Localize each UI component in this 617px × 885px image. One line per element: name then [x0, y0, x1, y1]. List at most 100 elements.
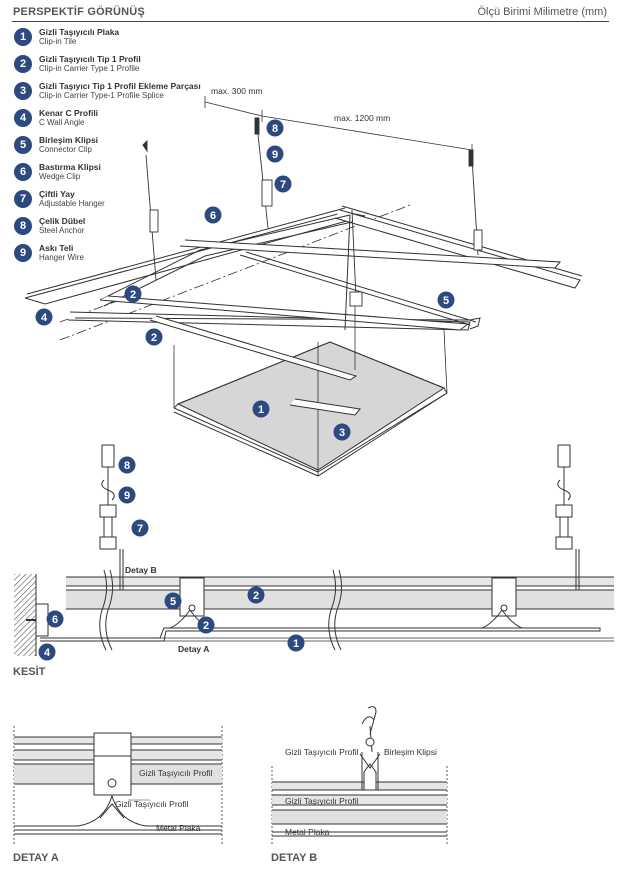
- svg-text:9: 9: [124, 490, 130, 502]
- callout-badge: 4: [35, 308, 53, 326]
- legend-badge: 5: [14, 136, 32, 154]
- svg-text:6: 6: [52, 614, 58, 626]
- callout-badge: 6: [46, 610, 64, 628]
- legend-en: Wedge Clip: [39, 172, 81, 181]
- svg-text:4: 4: [44, 647, 51, 659]
- unit-label: Ölçü Birimi Milimetre (mm): [477, 6, 607, 18]
- svg-text:6: 6: [210, 210, 216, 222]
- legend-en: Clip-in Carrier Type-1 Profile Splice: [39, 91, 164, 100]
- svg-text:9: 9: [272, 149, 278, 161]
- legend-badge: 3: [14, 82, 32, 100]
- hanger-assembly: [142, 139, 159, 281]
- callout-badge: 6: [204, 206, 222, 224]
- legend-tr: Çiftli Yay: [39, 189, 75, 199]
- detail-a-drawing: [13, 726, 223, 846]
- carrier-profile-front: [67, 311, 471, 331]
- legend-tr: Kenar C Profili: [39, 108, 99, 118]
- legend-tr: Birleşim Klipsi: [39, 135, 99, 145]
- header-divider: [12, 21, 609, 22]
- legend-tr: Bastırma Klipsi: [39, 162, 101, 172]
- svg-text:2: 2: [130, 289, 136, 301]
- legend-badge: 6: [14, 163, 32, 181]
- section-connector-clip: [179, 577, 205, 617]
- perspective-drawing: [24, 96, 583, 477]
- legend-badge: 9: [14, 244, 32, 262]
- legend-badge: 1: [14, 28, 32, 46]
- legend-en: Hanger Wire: [39, 253, 84, 262]
- detail-b-profil-mid: Gizli Taşıyıcılı Profil: [285, 796, 359, 806]
- detail-b-drawing: [271, 706, 448, 846]
- carrier-profile-cross: [99, 295, 470, 331]
- callout-badge: 7: [274, 175, 292, 193]
- callout-badge: 5: [437, 291, 455, 309]
- detail-b-birlesim: Birleşim Klipsi: [384, 747, 437, 757]
- callout-badge: 2: [247, 586, 265, 604]
- callout-badge: 5: [164, 592, 182, 610]
- detail-a-profil-upper: Gizli Taşıyıcılı Profil: [139, 768, 213, 778]
- section-title: KESİT: [13, 665, 46, 678]
- hanger-assembly: [254, 117, 273, 229]
- callout-badge: 1: [287, 634, 305, 652]
- legend-badge: 4: [14, 109, 32, 127]
- svg-text:4: 4: [41, 312, 48, 324]
- section-detay-a-label: Detay A: [178, 644, 209, 654]
- section-hanger-left: [99, 444, 124, 590]
- legend-en: Connector Clip: [39, 145, 92, 154]
- detail-b-title: DETAY B: [271, 852, 317, 864]
- detail-a-profil-lower: Gizli Taşıyıcılı Profil: [115, 799, 189, 809]
- legend-en: Clip-in Carrier Type 1 Profile: [39, 64, 140, 73]
- callout-badge: 2: [145, 328, 163, 346]
- svg-text:8: 8: [272, 123, 278, 135]
- wall-angle: [24, 211, 366, 305]
- callout-badge: 7: [131, 519, 149, 537]
- detail-b-metal-plaka: Metal Plaka: [285, 827, 330, 837]
- carrier-rail-right: [334, 209, 581, 289]
- legend-badge: 2: [14, 55, 32, 73]
- callout-badge: 9: [118, 486, 136, 504]
- legend-item: 3 Gizli Taşıyıcı Tip 1 Profil Ekleme Parç…: [14, 81, 204, 106]
- section-metal-plate: [40, 627, 601, 642]
- svg-text:7: 7: [137, 523, 143, 535]
- carrier-profile-back: [99, 214, 351, 301]
- legend-en: Clip-in Tile: [39, 37, 77, 46]
- callout-badge: 2: [124, 285, 142, 303]
- legend-en: Steel Anchor: [39, 226, 85, 235]
- svg-text:1: 1: [258, 404, 264, 416]
- legend-tr: Gizli Taşıyıcılı Tip 1 Profil: [39, 54, 141, 64]
- legend-tr: Gizli Taşıyıcılı Plaka: [39, 27, 120, 37]
- dim-1200-line: [261, 115, 473, 151]
- section-profile-band: [66, 577, 614, 586]
- svg-text:8: 8: [124, 460, 130, 472]
- legend-badge: 8: [14, 217, 32, 235]
- hanger-assembly: [349, 209, 363, 307]
- svg-text:2: 2: [151, 332, 157, 344]
- wall-hatch: [14, 574, 36, 656]
- legend-tr: Çelik Dübel: [39, 216, 86, 226]
- svg-text:3: 3: [339, 427, 345, 439]
- legend-badge: 7: [14, 190, 32, 208]
- legend-en: C Wall Angle: [39, 118, 85, 127]
- page-title: PERSPEKTİF GÖRÜNÜŞ: [13, 6, 145, 18]
- detail-b-hanger: [367, 706, 377, 735]
- detail-a-clip: [77, 794, 147, 827]
- legend-tr: Gizli Taşıyıcı Tip 1 Profil Ekleme Parça…: [39, 81, 201, 91]
- dim-300-label: max. 300 mm: [211, 86, 263, 96]
- callout-badge: 8: [118, 456, 136, 474]
- svg-text:2: 2: [203, 620, 209, 632]
- section-drawing: [14, 444, 614, 656]
- legend-en: Adjustable Hanger: [39, 199, 105, 208]
- svg-text:5: 5: [170, 596, 176, 608]
- section-hanger-right: [555, 444, 580, 590]
- callout-badge: 2: [197, 616, 215, 634]
- header: PERSPEKTİF GÖRÜNÜŞ Ölçü Birimi Milimetre…: [0, 0, 617, 24]
- svg-text:2: 2: [253, 590, 259, 602]
- dim-1200-label: max. 1200 mm: [334, 113, 390, 123]
- detail-b-clip: [359, 753, 381, 791]
